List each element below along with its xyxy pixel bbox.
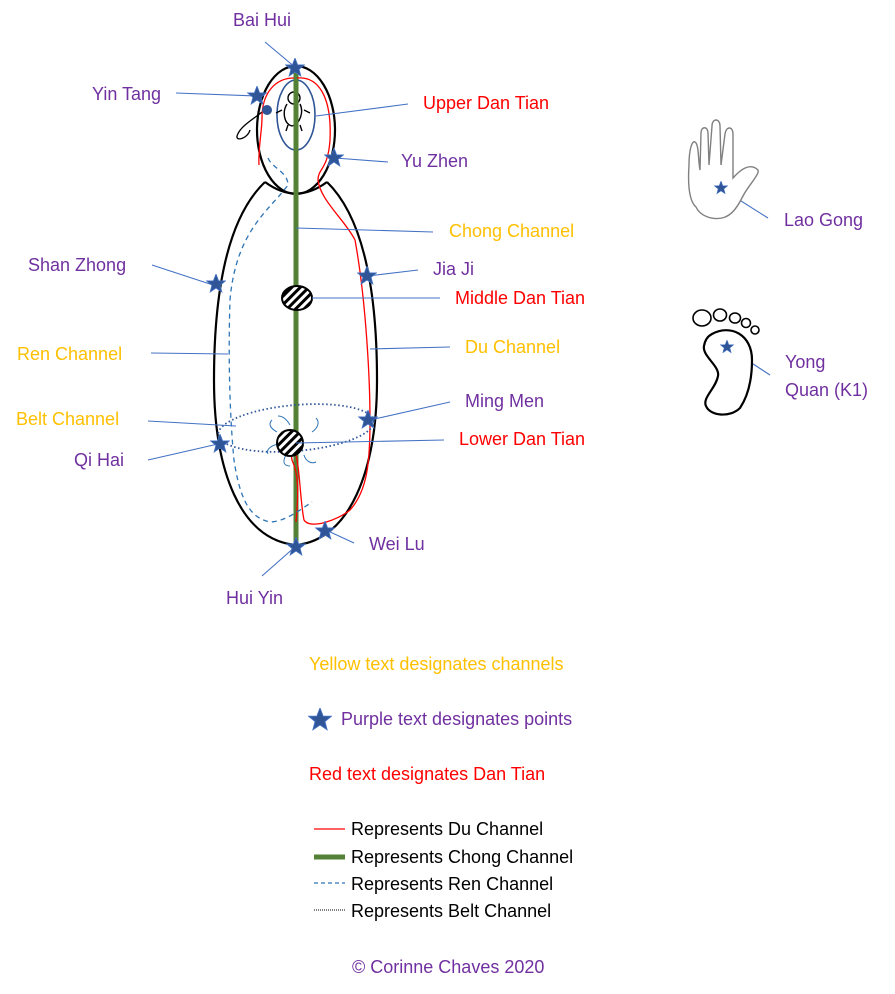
figure-body [275,103,311,132]
label-hui-yin: Hui Yin [226,588,284,608]
legend-belt-label: Represents Belt Channel [351,901,552,921]
label-upper-dan-tian: Upper Dan Tian [423,93,550,113]
key-purple-text: Purple text designates points [341,709,573,729]
label-belt-channel: Belt Channel [16,409,120,429]
legend-chong-label: Represents Chong Channel [351,847,574,867]
label-yong-quan-line1: Yong [785,352,826,372]
key-yellow-text: Yellow text designates channels [309,654,564,674]
label-du-channel: Du Channel [465,337,561,357]
legend-ren-label: Represents Ren Channel [351,874,554,894]
label-jia-ji: Jia Ji [433,259,475,279]
tongue-line [236,111,263,140]
star-jia-ji [357,266,377,285]
legend-du-label: Represents Du Channel [351,819,544,839]
label-qi-hai: Qi Hai [74,450,125,470]
copyright: © Corinne Chaves 2020 [352,957,545,977]
du-channel-head-left [258,77,295,166]
label-lower-dan-tian: Lower Dan Tian [459,429,586,449]
yin-tang-dot [262,105,272,115]
middle-dan-tian-sphere [281,285,313,311]
star-yu-zhen [324,148,344,167]
label-bai-hui: Bai Hui [233,10,292,30]
label-yu-zhen: Yu Zhen [401,151,469,171]
key-red-text: Red text designates Dan Tian [309,764,546,784]
label-chong-channel: Chong Channel [449,221,575,241]
leader-lines [147,41,771,577]
label-yin-tang: Yin Tang [92,84,162,104]
label-middle-dan-tian: Middle Dan Tian [455,288,586,308]
label-ren-channel: Ren Channel [17,344,123,364]
label-shan-zhong: Shan Zhong [28,255,127,275]
label-lao-gong: Lao Gong [784,210,864,230]
label-ming-men: Ming Men [465,391,545,411]
label-wei-lu: Wei Lu [369,534,425,554]
foot-icon [692,308,760,416]
label-yong-quan-line2: Quan (K1) [785,380,869,400]
legend-star-icon [308,708,332,731]
hand-icon [687,119,759,220]
